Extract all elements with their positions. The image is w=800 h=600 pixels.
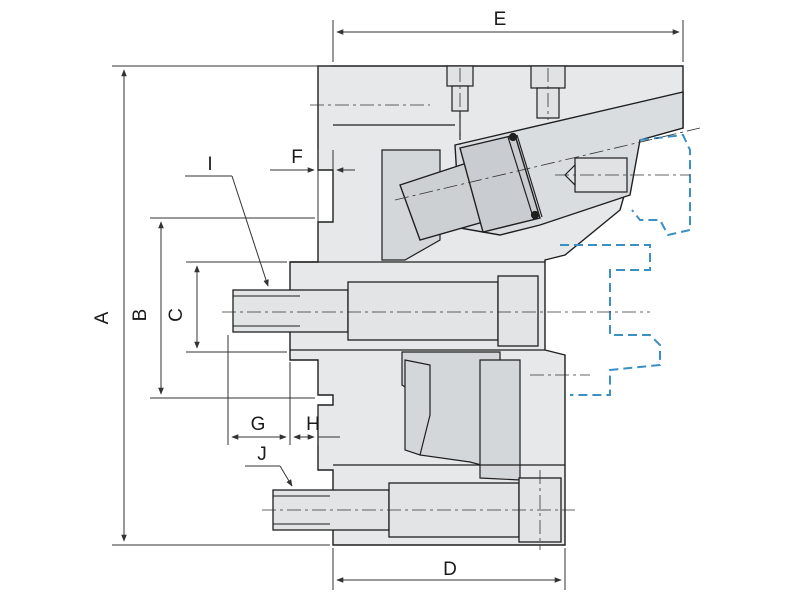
wedge-rings bbox=[507, 132, 543, 221]
bolt-i-threads bbox=[233, 295, 300, 327]
angled-wedge bbox=[399, 91, 684, 241]
dimension-labels: E A B C D F G H I J bbox=[92, 9, 506, 580]
section-lines bbox=[290, 124, 565, 466]
dim-label-c: C bbox=[166, 308, 187, 322]
dim-label-e: E bbox=[494, 9, 507, 30]
dim-label-d: D bbox=[443, 559, 457, 580]
dim-label-g: G bbox=[251, 414, 266, 435]
workpiece-outline bbox=[560, 133, 691, 396]
dim-label-b: B bbox=[130, 309, 151, 322]
dim-label-i: I bbox=[207, 154, 212, 175]
dimension-lines bbox=[112, 20, 684, 590]
dim-label-a: A bbox=[92, 311, 113, 324]
bolt-j-threads bbox=[273, 495, 330, 525]
dim-label-h: H bbox=[306, 414, 320, 435]
bolt-i bbox=[232, 275, 539, 347]
center-lines bbox=[222, 68, 701, 550]
dim-label-j: J bbox=[257, 444, 267, 465]
dim-label-f: F bbox=[291, 147, 303, 168]
